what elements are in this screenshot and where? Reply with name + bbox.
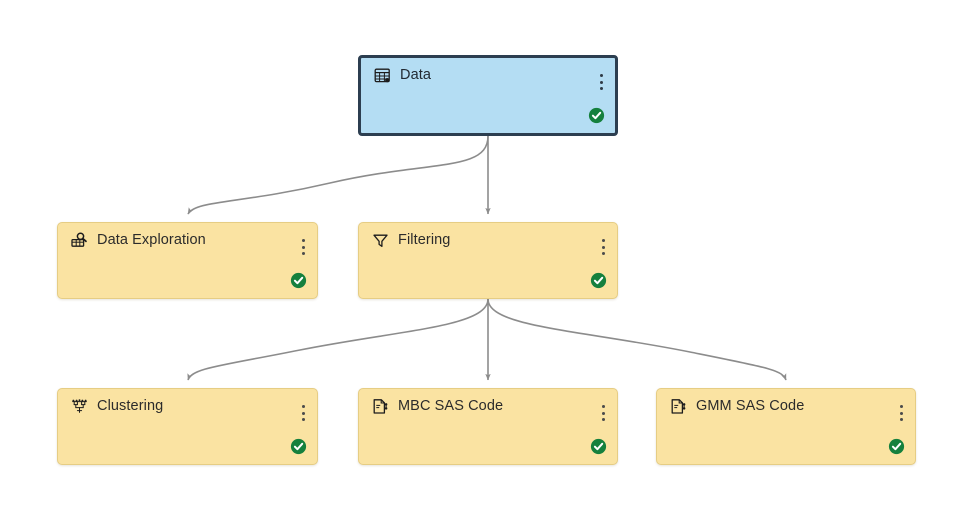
node-header: Clustering xyxy=(58,389,317,423)
funnel-filter-icon xyxy=(372,232,389,249)
node-mbc-sas-code[interactable]: MBC SAS Code xyxy=(358,388,618,465)
check-circle-icon xyxy=(590,438,607,455)
node-data[interactable]: Data xyxy=(358,55,618,136)
node-clustering[interactable]: Clustering xyxy=(57,388,318,465)
data-exploration-icon xyxy=(71,231,88,249)
node-label: Data xyxy=(400,66,432,83)
edge-filtering-to-clustering xyxy=(187,298,489,381)
kebab-menu-icon[interactable] xyxy=(900,405,904,423)
node-label: GMM SAS Code xyxy=(696,397,805,414)
node-header: Data xyxy=(361,58,615,92)
node-label: Filtering xyxy=(398,231,451,248)
node-data-exploration[interactable]: Data Exploration xyxy=(57,222,318,299)
check-circle-icon xyxy=(590,272,607,289)
kebab-menu-icon[interactable] xyxy=(302,405,306,423)
kebab-menu-icon[interactable] xyxy=(602,405,606,423)
node-header: MBC SAS Code xyxy=(359,389,617,423)
code-file-icon xyxy=(372,398,389,415)
check-circle-icon xyxy=(588,107,605,124)
node-header: GMM SAS Code xyxy=(657,389,915,423)
node-header: Data Exploration xyxy=(58,223,317,257)
kebab-menu-icon[interactable] xyxy=(600,74,604,92)
kebab-menu-icon[interactable] xyxy=(302,239,306,257)
table-data-icon xyxy=(374,67,391,84)
kebab-menu-icon[interactable] xyxy=(602,239,606,257)
node-filtering[interactable]: Filtering xyxy=(358,222,618,299)
check-circle-icon xyxy=(888,438,905,455)
node-gmm-sas-code[interactable]: GMM SAS Code xyxy=(656,388,916,465)
check-circle-icon xyxy=(290,272,307,289)
dendrogram-cluster-icon xyxy=(71,398,88,415)
edge-filtering-to-gmm xyxy=(487,298,787,381)
node-label: Clustering xyxy=(97,397,164,414)
node-label: MBC SAS Code xyxy=(398,397,504,414)
check-circle-icon xyxy=(290,438,307,455)
code-file-icon xyxy=(670,398,687,415)
edge-data-to-data-exploration xyxy=(187,135,489,215)
node-header: Filtering xyxy=(359,223,617,257)
node-label: Data Exploration xyxy=(97,231,206,248)
